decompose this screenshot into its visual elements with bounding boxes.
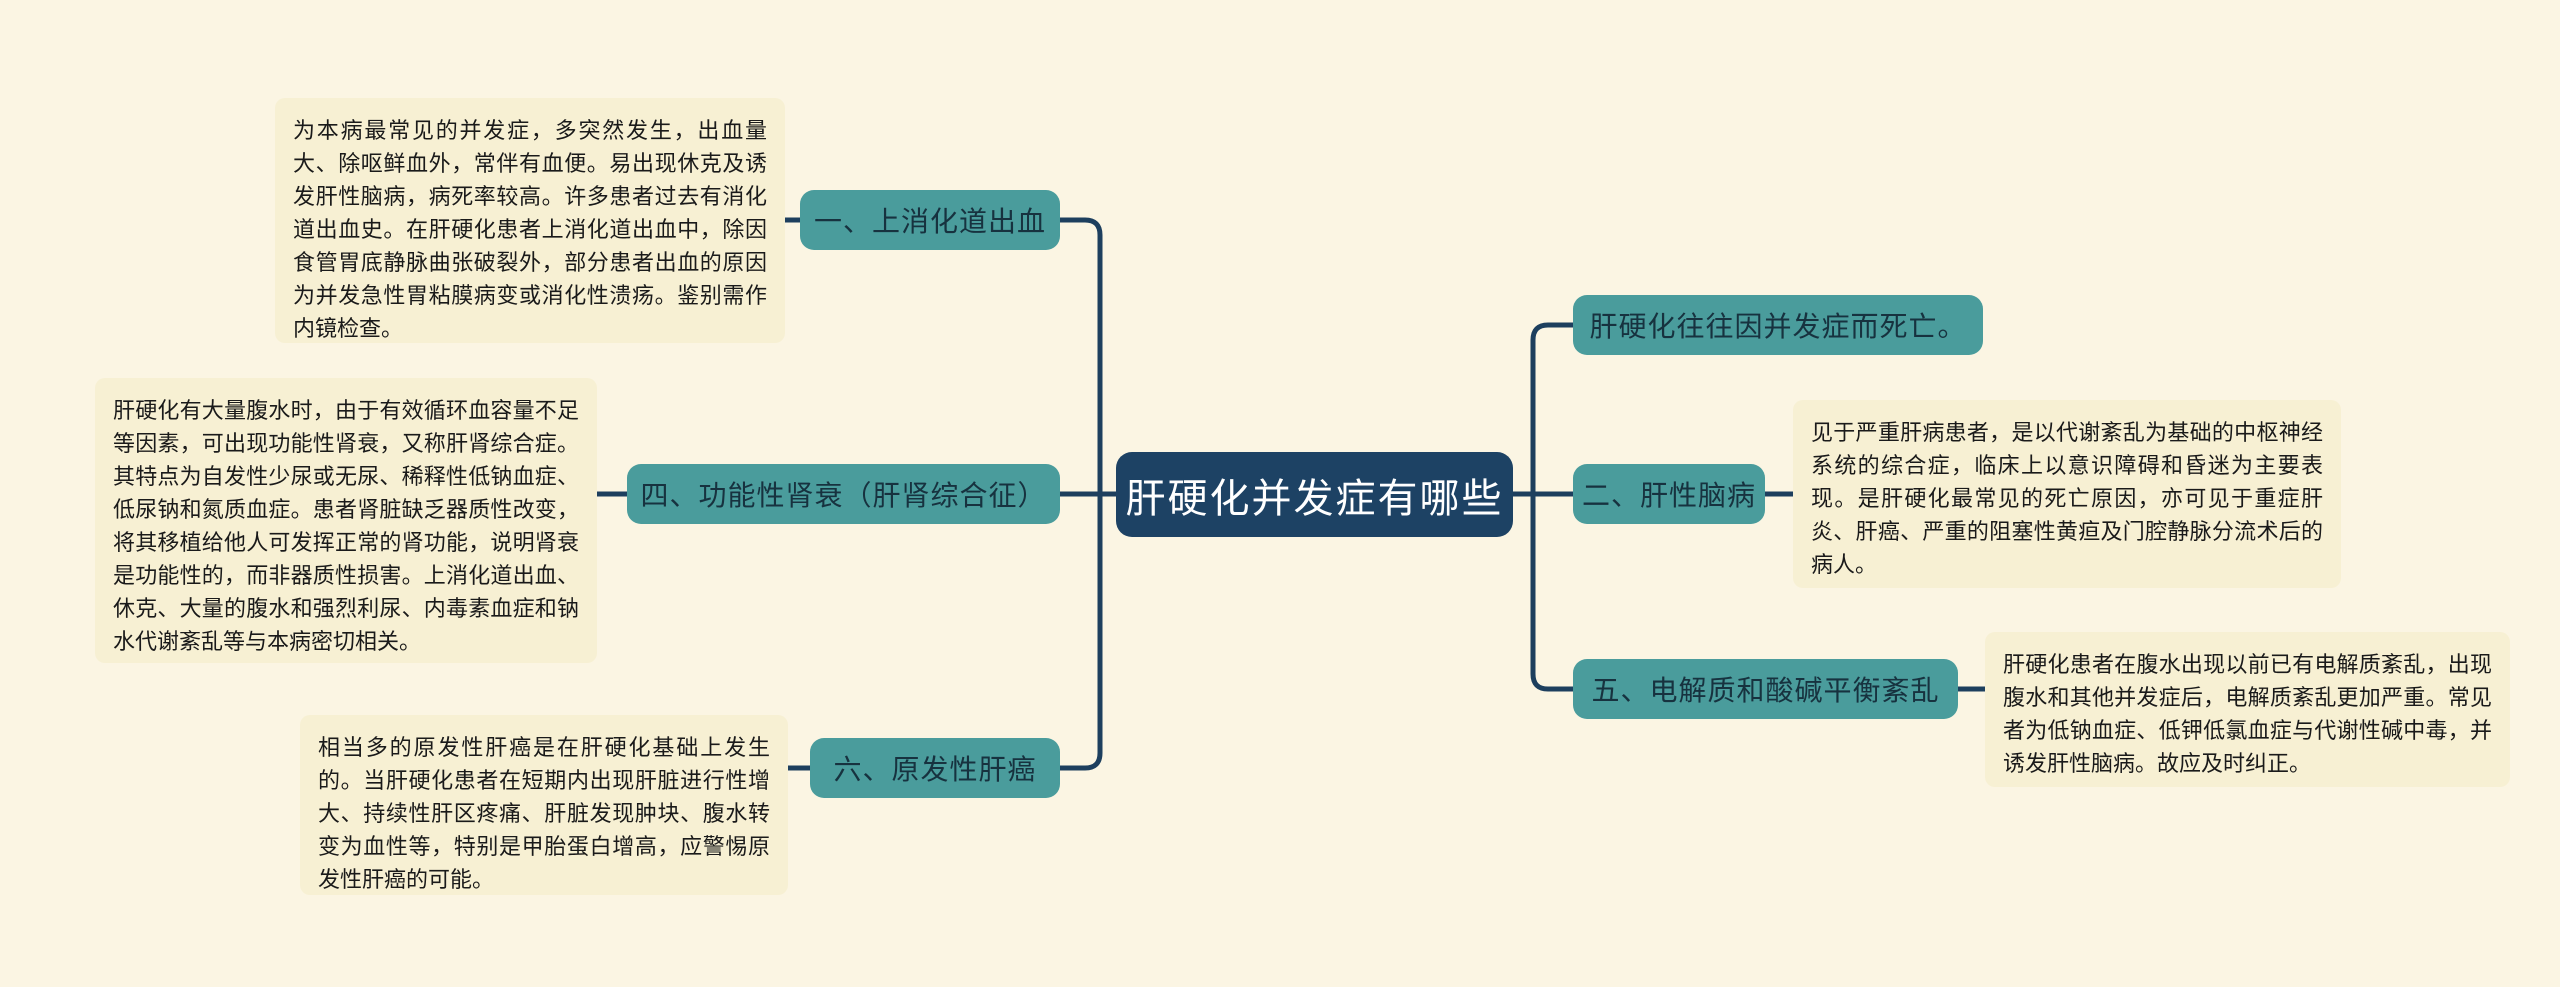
branch-node-4-label: 四、功能性肾衰（肝肾综合征） <box>640 480 1047 511</box>
note-block-1: 为本病最常见的并发症，多突然发生，出血量大、除呕鲜血外，常伴有血便。易出现休克及… <box>275 98 785 343</box>
connector-left-trunk <box>1060 217 1103 771</box>
note-block-5-text: 肝硬化患者在腹水出现以前已有电解质紊乱，出现腹水和其他并发症后，电解质紊乱更加严… <box>2003 652 2492 776</box>
note-block-5: 肝硬化患者在腹水出现以前已有电解质紊乱，出现腹水和其他并发症后，电解质紊乱更加严… <box>1985 632 2510 787</box>
branch-node-death-label: 肝硬化往往因并发症而死亡。 <box>1589 311 1967 342</box>
root-node[interactable]: 肝硬化并发症有哪些 <box>1116 452 1513 537</box>
note-block-4: 肝硬化有大量腹水时，由于有效循环血容量不足等因素，可出现功能性肾衰，又称肝肾综合… <box>95 378 597 663</box>
connector-right-trunk <box>1530 322 1573 692</box>
branch-node-2[interactable]: 二、肝性脑病 <box>1573 464 1765 524</box>
note-block-2-text: 见于严重肝病患者，是以代谢紊乱为基础的中枢神经系统的综合症，临床上以意识障碍和昏… <box>1811 420 2323 577</box>
branch-node-6-label: 六、原发性肝癌 <box>833 754 1037 785</box>
branch-node-5[interactable]: 五、电解质和酸碱平衡紊乱 <box>1573 659 1958 719</box>
root-node-label: 肝硬化并发症有哪些 <box>1125 476 1504 521</box>
note-block-6: 相当多的原发性肝癌是在肝硬化基础上发生的。当肝硬化患者在短期内出现肝脏进行性增大… <box>300 715 788 895</box>
note-block-1-text: 为本病最常见的并发症，多突然发生，出血量大、除呕鲜血外，常伴有血便。易出现休克及… <box>293 118 767 341</box>
note-block-4-text: 肝硬化有大量腹水时，由于有效循环血容量不足等因素，可出现功能性肾衰，又称肝肾综合… <box>113 398 579 654</box>
branch-node-5-label: 五、电解质和酸碱平衡紊乱 <box>1591 675 1940 706</box>
note-block-2: 见于严重肝病患者，是以代谢紊乱为基础的中枢神经系统的综合症，临床上以意识障碍和昏… <box>1793 400 2341 588</box>
branch-node-2-label: 二、肝性脑病 <box>1582 480 1757 511</box>
branch-node-death[interactable]: 肝硬化往往因并发症而死亡。 <box>1573 295 1983 355</box>
note-block-6-text: 相当多的原发性肝癌是在肝硬化基础上发生的。当肝硬化患者在短期内出现肝脏进行性增大… <box>318 735 770 892</box>
branch-node-1-label: 一、上消化道出血 <box>814 206 1047 237</box>
branch-node-1[interactable]: 一、上消化道出血 <box>800 190 1060 250</box>
branch-node-6[interactable]: 六、原发性肝癌 <box>810 738 1060 798</box>
branch-node-4[interactable]: 四、功能性肾衰（肝肾综合征） <box>627 464 1060 524</box>
